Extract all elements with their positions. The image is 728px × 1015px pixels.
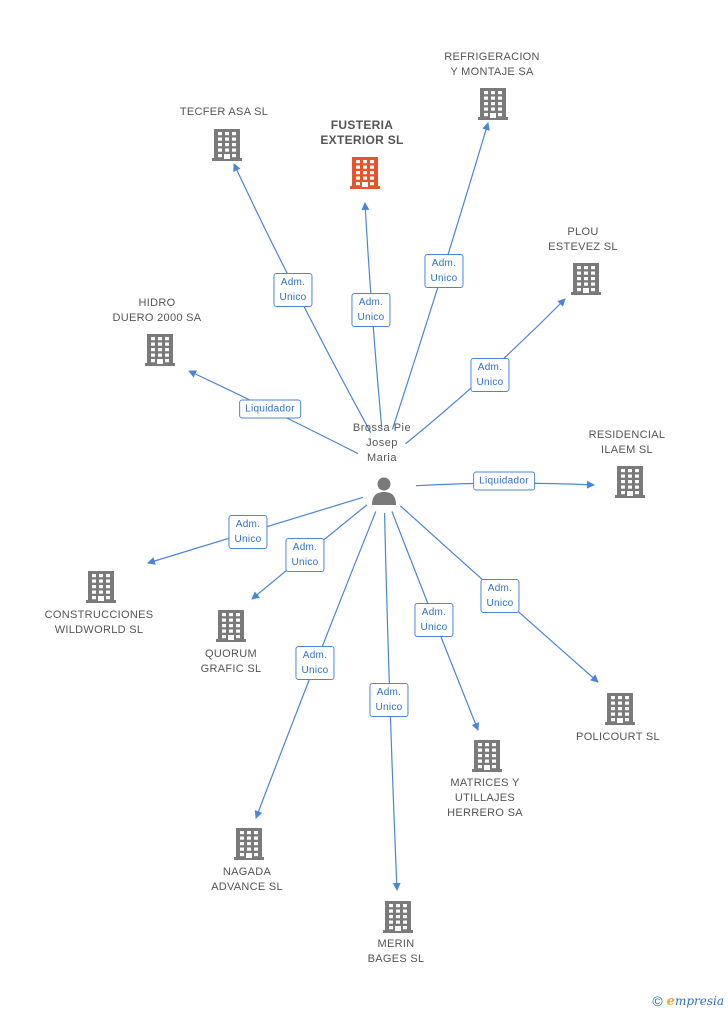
company-label-residencial[interactable]: RESIDENCIAL ILAEM SL: [588, 429, 666, 456]
company-label-merin[interactable]: MERIN BAGES SL: [367, 938, 425, 965]
company-label-hidro[interactable]: HIDRO DUERO 2000 SA: [112, 297, 202, 324]
edge-role-badge-merin[interactable]: Adm. Unico: [369, 683, 409, 717]
company-label-matrices[interactable]: MATRICES Y UTILLAJES HERRERO SA: [447, 777, 523, 819]
company-label-fusteria[interactable]: FUSTERIA EXTERIOR SL: [320, 118, 404, 147]
company-label-tecfer[interactable]: TECFER ASA SL: [179, 106, 269, 118]
edge-role-badge-nagada[interactable]: Adm. Unico: [295, 646, 335, 680]
company-label-plou[interactable]: PLOU ESTEVEZ SL: [548, 226, 618, 253]
company-label-construcciones[interactable]: CONSTRUCCIONES WILDWORLD SL: [44, 609, 154, 636]
edge-role-badge-hidro[interactable]: Liquidador: [239, 399, 301, 419]
footer-brand: © empresia: [652, 993, 724, 1009]
edge-role-badge-plou[interactable]: Adm. Unico: [470, 358, 510, 392]
edge-role-badge-construcciones[interactable]: Adm. Unico: [228, 515, 268, 549]
company-label-quorum[interactable]: QUORUM GRAFIC SL: [200, 648, 262, 675]
company-label-refrigeracion[interactable]: REFRIGERACION Y MONTAJE SA: [444, 51, 540, 78]
edge-role-badge-fusteria[interactable]: Adm. Unico: [351, 293, 391, 327]
person-name-label[interactable]: Brossa Pie Josep Maria: [352, 422, 412, 464]
brand-logo: empresia: [666, 994, 724, 1009]
edge-role-badge-policourt[interactable]: Adm. Unico: [480, 579, 520, 613]
edge-role-badge-refrigeracion[interactable]: Adm. Unico: [424, 254, 464, 288]
edge-role-badge-tecfer[interactable]: Adm. Unico: [273, 273, 313, 307]
edge-role-badge-quorum[interactable]: Adm. Unico: [285, 538, 325, 572]
edge-role-badge-matrices[interactable]: Adm. Unico: [414, 603, 454, 637]
copyright-symbol: ©: [652, 993, 663, 1009]
company-label-nagada[interactable]: NAGADA ADVANCE SL: [211, 866, 283, 893]
company-label-policourt[interactable]: POLICOURT SL: [576, 731, 660, 743]
edge-role-badge-residencial[interactable]: Liquidador: [473, 471, 535, 491]
